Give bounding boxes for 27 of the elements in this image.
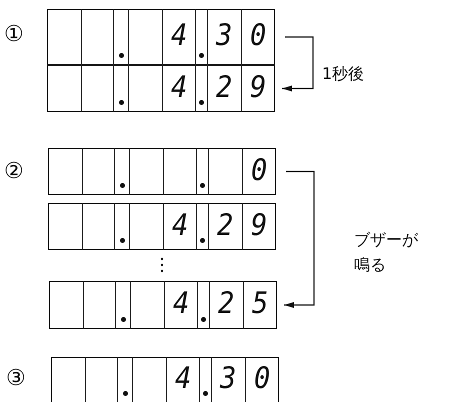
segment-display (51, 357, 279, 402)
digit: 0 (250, 20, 266, 50)
digit: 4 (171, 72, 188, 102)
digit: 2 (216, 72, 232, 102)
step-number: ① (4, 24, 24, 46)
digit: 4 (173, 288, 190, 318)
digit: 2 (217, 210, 234, 240)
step-number: ③ (6, 368, 26, 390)
digit: 4 (171, 20, 188, 50)
digit: 2 (218, 288, 234, 318)
segment-display (49, 281, 277, 329)
arrow (284, 170, 315, 308)
digit: 0 (251, 155, 268, 185)
step-number: ② (4, 161, 24, 183)
digit: 3 (216, 20, 232, 50)
segment-display (47, 9, 275, 65)
digit: 3 (220, 364, 236, 394)
segment-display (48, 148, 276, 195)
digit: 9 (250, 72, 266, 102)
digit: 5 (252, 288, 268, 318)
digit: 4 (175, 364, 192, 394)
digit: 9 (251, 210, 268, 240)
digit: 0 (254, 364, 270, 394)
digit: 4 (172, 210, 188, 240)
segment-display (48, 203, 276, 250)
segment-display (47, 65, 275, 112)
arrow (282, 36, 314, 92)
